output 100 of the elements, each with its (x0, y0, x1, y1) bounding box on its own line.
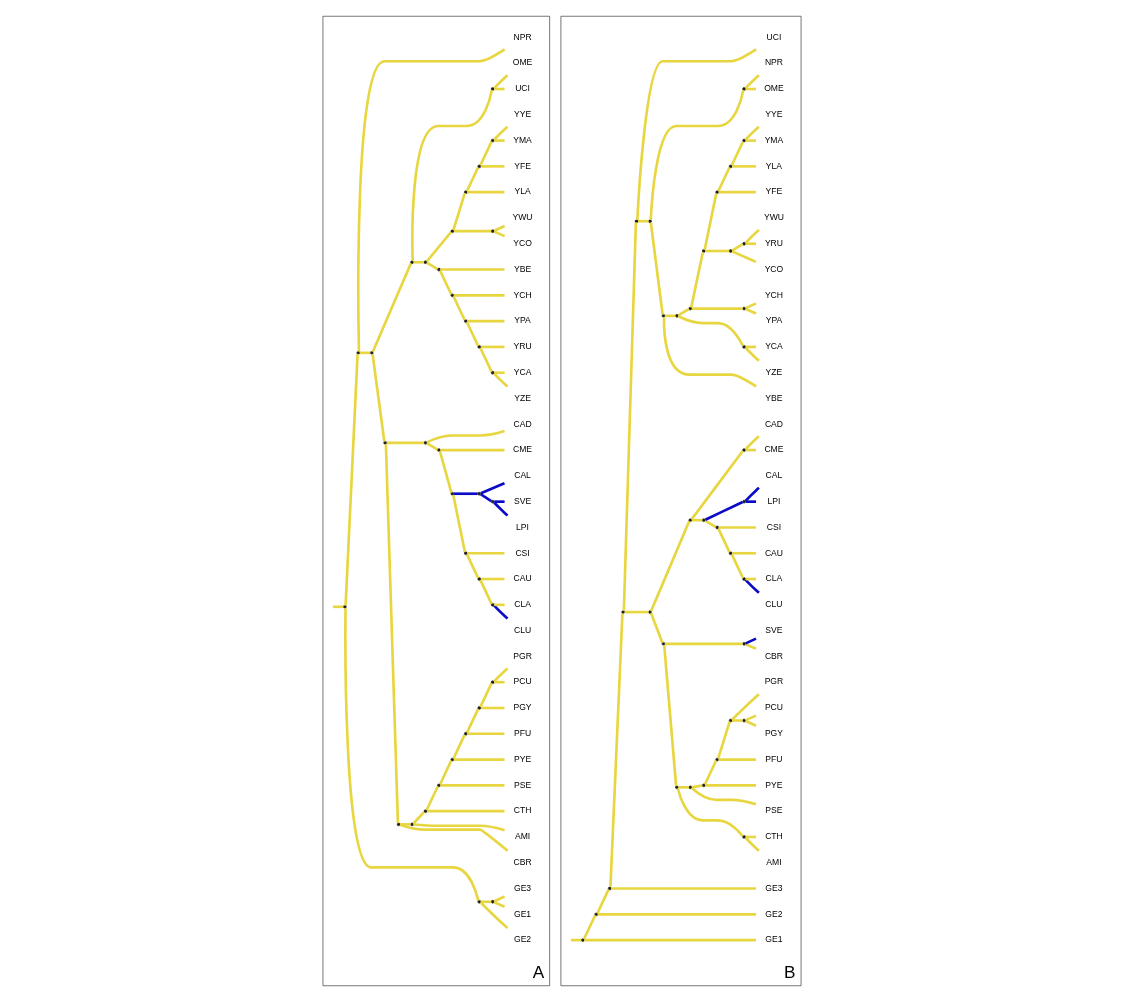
node-text: OME (763, 83, 784, 94)
node-point (580, 938, 585, 942)
node-text: CLA (765, 573, 782, 584)
node-point (356, 351, 360, 355)
node-text: YRU (512, 341, 532, 352)
node-text: CBR (764, 650, 783, 661)
node-text: AMI (765, 856, 782, 867)
node-text: UCI (514, 83, 530, 94)
node-text: GE1 (764, 934, 783, 945)
node-text: YCA (513, 366, 531, 377)
node-point (436, 448, 441, 452)
node-text: GE3 (513, 882, 531, 893)
node-text: CLU (513, 624, 531, 635)
connector (480, 706, 504, 710)
node-point (463, 732, 468, 736)
node-point (490, 499, 494, 504)
connector (691, 518, 702, 522)
connector (649, 612, 664, 644)
node-text: YWU (763, 212, 784, 223)
node-text: YCH (512, 289, 532, 300)
connector (677, 315, 744, 347)
connector (716, 721, 731, 759)
node-point (409, 822, 414, 827)
node-text: LPI (515, 521, 529, 532)
node-text: PGR (764, 676, 783, 687)
node-text: GE1 (513, 908, 531, 919)
node-text: CAL (765, 470, 782, 481)
connector (730, 553, 744, 579)
node-point (741, 448, 746, 452)
connector (493, 500, 505, 503)
connector (745, 139, 756, 142)
node-point (409, 260, 414, 264)
connector (439, 448, 505, 452)
node-text: CAD (764, 418, 783, 429)
node-text: YZE (765, 366, 782, 377)
node-text: PGR (512, 650, 532, 661)
connector (718, 758, 756, 761)
node-point (477, 577, 481, 581)
connector (492, 667, 508, 683)
connector (744, 125, 760, 141)
node-point (436, 783, 441, 788)
node-point (714, 525, 719, 530)
connector (744, 486, 760, 502)
node-text: SVE (764, 624, 783, 635)
connector (465, 708, 479, 734)
connector (493, 895, 505, 903)
node-point (396, 822, 400, 827)
node-point (477, 345, 481, 349)
connector (478, 347, 493, 373)
connector (384, 444, 399, 824)
connector (622, 222, 637, 611)
node-point (728, 249, 732, 253)
node-point (369, 351, 373, 355)
node-point (741, 242, 746, 246)
connector (744, 719, 757, 727)
connector (718, 526, 756, 529)
node-text: PYE (764, 779, 783, 790)
node-text: YYE (764, 109, 783, 120)
connector (480, 900, 491, 904)
node-point (647, 219, 652, 223)
connector (716, 166, 731, 192)
node-point (714, 757, 719, 762)
node-text: GE2 (513, 934, 531, 945)
connector (451, 734, 466, 760)
connector (453, 294, 505, 297)
node-text: CTH (764, 831, 783, 842)
node-text: CAU (764, 547, 783, 558)
node-point (490, 370, 494, 375)
connector (704, 249, 729, 253)
node-point (490, 229, 494, 233)
node-text: CSI (766, 521, 781, 532)
connector (425, 442, 438, 451)
node-text: LPI (767, 495, 780, 506)
connector (479, 482, 505, 495)
node-point (741, 499, 746, 504)
connector (745, 242, 756, 246)
connector (493, 371, 505, 375)
connector (731, 250, 756, 264)
node-point (450, 229, 454, 233)
node-point (450, 491, 454, 496)
node-text: GE2 (764, 908, 783, 919)
connector (465, 553, 479, 579)
connector (624, 610, 648, 614)
connector (744, 714, 757, 722)
connector (466, 319, 504, 323)
node-text: YCH (764, 289, 783, 300)
node-point (674, 314, 679, 318)
connector (730, 141, 744, 166)
node-text: YMA (512, 134, 532, 145)
connector (677, 307, 690, 317)
node-point (477, 706, 481, 710)
node-text: CLA (513, 599, 531, 610)
connector (731, 551, 756, 555)
connector (493, 680, 505, 684)
connector (730, 243, 743, 252)
connector (583, 938, 756, 942)
node-text: YCO (764, 263, 783, 274)
connector (453, 492, 478, 496)
node-text: OME (512, 57, 532, 68)
node-text: CBR (512, 856, 532, 867)
